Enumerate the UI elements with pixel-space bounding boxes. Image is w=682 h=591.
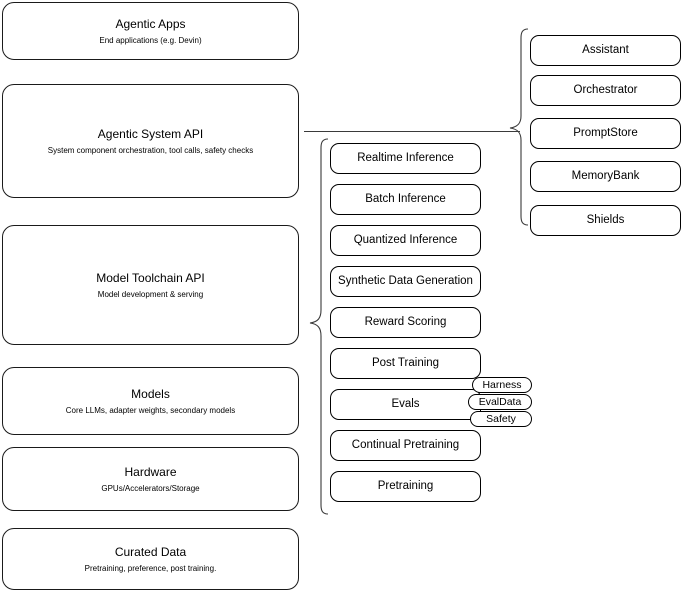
eval-pill-label: Harness [482,379,522,391]
connector-agentic-system-api-to-components [304,131,520,132]
agentic-component-orchestrator[interactable]: Orchestrator [530,75,681,106]
component-label: MemoryBank [571,170,640,183]
eval-pill-label: Safety [486,413,516,425]
layer-agentic-system-api: Agentic System API System component orch… [2,84,299,198]
layer-hardware: Hardware GPUs/Accelerators/Storage [2,447,299,511]
toolchain-component-evals[interactable]: Evals [330,389,481,420]
layer-models: Models Core LLMs, adapter weights, secon… [2,367,299,435]
toolchain-component-batch-inference[interactable]: Batch Inference [330,184,481,215]
agentic-component-promptstore[interactable]: PromptStore [530,118,681,149]
component-label: Continual Pretraining [351,439,460,452]
brace-agentic-components [509,28,529,226]
agentic-component-memorybank[interactable]: MemoryBank [530,161,681,192]
component-label: Post Training [371,357,440,370]
toolchain-component-post-training[interactable]: Post Training [330,348,481,379]
layer-title: Model Toolchain API [96,270,205,285]
layer-model-toolchain-api: Model Toolchain API Model development & … [2,225,299,345]
toolchain-component-realtime-inference[interactable]: Realtime Inference [330,143,481,174]
component-label: Shields [586,214,625,227]
layer-title: Agentic System API [97,126,204,141]
layer-title: Agentic Apps [115,16,186,31]
layer-subtitle: Model development & serving [97,289,204,299]
layer-subtitle: Core LLMs, adapter weights, secondary mo… [65,405,236,415]
toolchain-component-synthetic-data-generation[interactable]: Synthetic Data Generation [330,266,481,297]
component-label: Pretraining [377,480,434,493]
toolchain-component-quantized-inference[interactable]: Quantized Inference [330,225,481,256]
component-label: PromptStore [573,127,638,140]
layer-agentic-apps: Agentic Apps End applications (e.g. Devi… [2,2,299,60]
component-label: Assistant [582,44,629,57]
eval-pill-harness[interactable]: Harness [472,377,532,393]
layer-subtitle: Pretraining, preference, post training. [84,563,217,573]
component-label: Quantized Inference [353,234,458,247]
toolchain-component-reward-scoring[interactable]: Reward Scoring [330,307,481,338]
toolchain-component-continual-pretraining[interactable]: Continual Pretraining [330,430,481,461]
toolchain-component-pretraining[interactable]: Pretraining [330,471,481,502]
eval-pill-evaldata[interactable]: EvalData [468,394,532,410]
agentic-component-assistant[interactable]: Assistant [530,35,681,66]
brace-toolchain-components [309,138,329,515]
component-label: Realtime Inference [357,152,454,165]
layer-subtitle: End applications (e.g. Devin) [99,35,202,45]
component-label: Orchestrator [573,84,638,97]
layer-curated-data: Curated Data Pretraining, preference, po… [2,528,299,590]
layer-title: Hardware [124,464,177,479]
eval-pill-safety[interactable]: Safety [470,411,532,427]
component-label: Reward Scoring [364,316,447,329]
eval-pill-label: EvalData [478,396,522,408]
layer-subtitle: System component orchestration, tool cal… [47,145,254,155]
layer-title: Models [131,386,170,401]
component-label: Batch Inference [365,193,446,206]
component-label: Synthetic Data Generation [338,275,473,288]
layer-subtitle: GPUs/Accelerators/Storage [101,483,200,493]
layer-title: Curated Data [114,544,187,559]
component-label: Evals [391,398,420,411]
agentic-component-shields[interactable]: Shields [530,205,681,236]
